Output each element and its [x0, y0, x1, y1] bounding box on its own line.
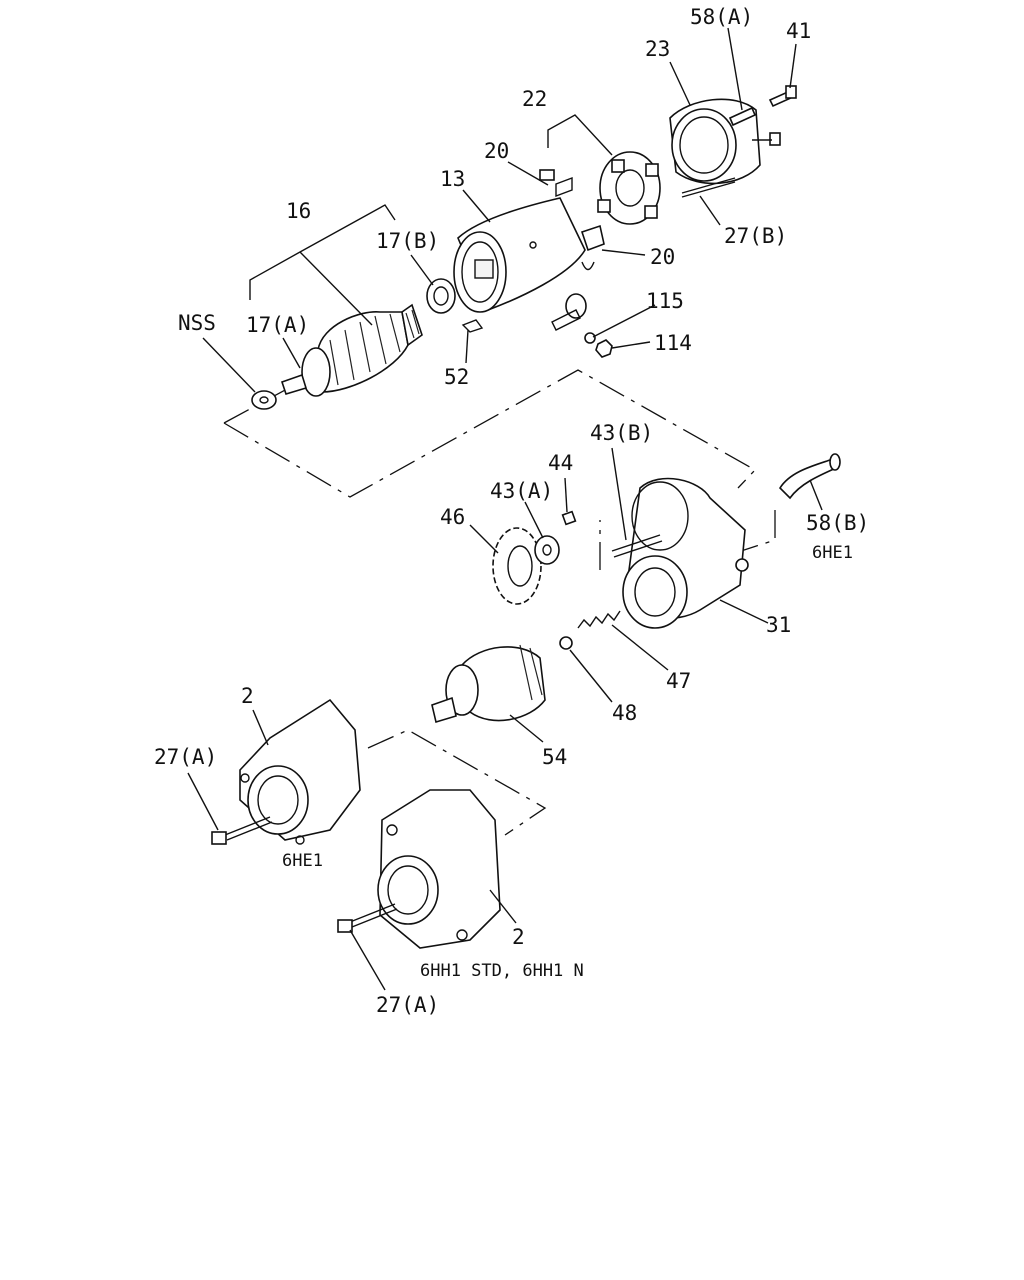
part-20-brush-lower — [580, 224, 605, 271]
phantom-outline-upper — [223, 369, 757, 498]
label-43a: 43(A) — [490, 479, 553, 503]
note-6he1-top: 6HE1 — [812, 543, 853, 563]
part-27a-bolt-6hh1 — [337, 903, 398, 933]
phantom-outline-mid — [599, 510, 776, 570]
part-43a-retainer — [534, 535, 560, 565]
part-22-brush-holder — [597, 151, 661, 225]
label-2-6hh1: 2 — [512, 925, 525, 949]
label-27a-6hh1: 27(A) — [376, 993, 439, 1017]
label-115: 115 — [646, 289, 684, 313]
part-27b-through-bolt — [681, 177, 736, 198]
part-58a-bolt — [728, 106, 781, 146]
label-22: 22 — [522, 87, 547, 111]
label-16: 16 — [286, 199, 311, 223]
label-114: 114 — [654, 331, 692, 355]
part-2-housing-6hh1 — [377, 789, 501, 949]
leader-lines — [187, 27, 823, 991]
label-17a: 17(A) — [246, 313, 309, 337]
part-17b-bearing — [426, 278, 456, 314]
label-52: 52 — [444, 365, 469, 389]
label-47: 47 — [666, 669, 691, 693]
label-27a-6he1: 27(A) — [154, 745, 217, 769]
part-20-brush-upper — [539, 169, 573, 198]
phantom-outline-lower — [367, 729, 547, 836]
label-43b: 43(B) — [590, 421, 653, 445]
part-47-spring — [577, 610, 621, 629]
label-13: 13 — [440, 167, 465, 191]
part-16-armature — [280, 303, 423, 397]
label-46: 46 — [440, 505, 465, 529]
part-2-housing-6he1 — [239, 698, 361, 845]
part-54-pinion-drive — [431, 644, 546, 724]
label-48: 48 — [612, 701, 637, 725]
label-44: 44 — [548, 451, 573, 475]
part-115-washer — [584, 332, 596, 344]
label-nss: NSS — [178, 311, 216, 335]
label-23: 23 — [645, 37, 670, 61]
part-terminal-lead — [551, 293, 587, 331]
label-41: 41 — [786, 19, 811, 43]
note-6he1-bottom: 6HE1 — [282, 851, 323, 871]
label-58a: 58(A) — [690, 5, 753, 29]
part-58b-tube — [778, 453, 841, 500]
part-nss-washer — [251, 390, 277, 410]
label-27b: 27(B) — [724, 224, 787, 248]
part-27a-bolt-6he1 — [211, 816, 273, 845]
note-6hh1: 6HH1 STD, 6HH1 N — [420, 961, 584, 981]
part-31-housing — [622, 477, 749, 629]
part-48-ball — [559, 636, 573, 650]
label-58b: 58(B) — [806, 511, 869, 535]
part-41-bolt — [768, 85, 797, 108]
label-20-lower: 20 — [650, 245, 675, 269]
part-46-gear — [492, 527, 542, 605]
label-17b: 17(B) — [376, 229, 439, 253]
label-20-upper: 20 — [484, 139, 509, 163]
label-54: 54 — [542, 745, 567, 769]
part-13-field-frame — [453, 197, 586, 313]
part-44-pin — [561, 510, 577, 526]
part-114-nut — [595, 339, 613, 358]
part-52-clip — [461, 319, 484, 333]
part-43b-shaft — [611, 534, 663, 558]
label-2-6he1: 2 — [241, 684, 254, 708]
label-31: 31 — [766, 613, 791, 637]
